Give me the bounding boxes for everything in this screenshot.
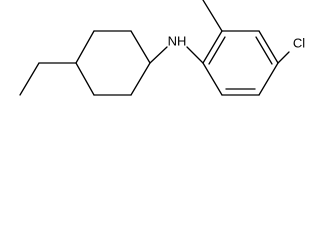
bond-ar-c1-c2-double <box>208 36 226 65</box>
bond-ar-c1-c2 <box>202 30 223 64</box>
bond-ar-c3-c4 <box>258 30 279 64</box>
molecule-svg: NH Cl <box>19 0 305 96</box>
nh-label: NH <box>168 33 187 48</box>
bond-ar-c3-c4-double <box>255 36 273 65</box>
ethyl-group <box>19 62 77 96</box>
cyclohexane-ring <box>75 30 151 96</box>
methyl-bond <box>202 0 223 32</box>
benzene-ring <box>202 30 279 96</box>
bond-ar-c6-c1 <box>202 62 223 96</box>
amine-bonds <box>149 46 204 64</box>
cl-label: Cl <box>293 35 305 50</box>
bond-cy-c1-c2 <box>130 62 151 96</box>
bond-ethyl-ch3 <box>19 62 40 96</box>
bond-cy-c6-c1 <box>130 30 151 64</box>
bond-ar-c4-c5 <box>258 62 279 96</box>
bond-cy-c3-c4 <box>75 62 95 96</box>
chloro-bond <box>277 51 290 64</box>
structure-diagram: NH Cl <box>19 0 305 96</box>
bond-cy-c4-c5 <box>75 30 95 64</box>
bond-n-to-aryl <box>186 46 204 64</box>
bond-cy-to-n <box>149 46 168 64</box>
